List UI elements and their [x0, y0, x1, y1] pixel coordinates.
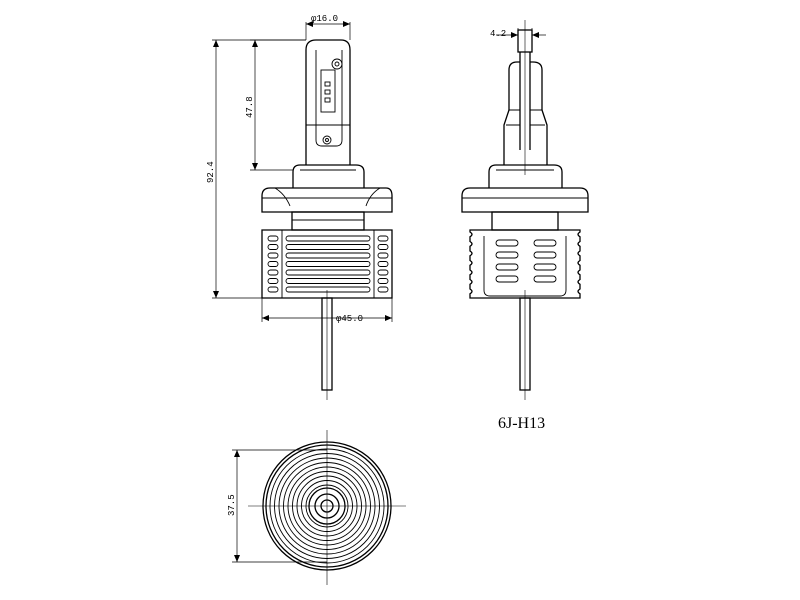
- dim-base-diameter-label: φ45.0: [336, 314, 363, 324]
- bottom-view: 37.5: [227, 430, 406, 585]
- front-fin: [285, 244, 371, 250]
- dim-overall-height-label: 92.4: [206, 161, 216, 183]
- side-fin-left: [495, 251, 519, 259]
- front-fin-left: [267, 252, 279, 259]
- dim-overall-height: 92.4: [206, 39, 306, 299]
- front-fin-left: [267, 244, 279, 250]
- front-fin-right: [377, 286, 389, 293]
- dim-bottom-diameter: 37.5: [227, 449, 327, 563]
- front-chip-board: [315, 50, 343, 147]
- dim-bottom-diameter-label: 37.5: [227, 494, 237, 516]
- front-fin-left: [267, 269, 279, 276]
- side-chip-board: [519, 52, 531, 150]
- side-fin-right: [533, 251, 557, 259]
- front-led-chip: [320, 69, 336, 113]
- front-fin-right: [377, 261, 389, 267]
- side-fin-right: [533, 239, 557, 247]
- dim-chip-height-label: 47.8: [245, 96, 255, 118]
- front-fin-left: [267, 261, 279, 267]
- dim-base-diameter: φ45.0: [261, 298, 393, 324]
- front-view: φ16.0 47.8 92.4 φ45.0: [206, 14, 393, 400]
- front-fin-left: [267, 286, 279, 293]
- front-heatsink-fins: [267, 235, 389, 293]
- front-fin: [285, 235, 371, 242]
- front-fin-right: [377, 278, 389, 284]
- front-fin-right: [377, 252, 389, 259]
- dim-top-width: φ16.0: [305, 14, 351, 40]
- model-label: 6J-H13: [498, 415, 545, 432]
- dim-top-width-label: φ16.0: [311, 14, 338, 24]
- front-fin: [285, 269, 371, 276]
- front-heatsink: [261, 229, 393, 299]
- dim-side-thickness: 4.2: [490, 28, 546, 40]
- dim-side-thickness-label: 4.2: [490, 29, 506, 39]
- front-neck: [292, 164, 365, 188]
- front-fin: [285, 261, 371, 267]
- front-fin: [285, 286, 371, 293]
- side-fin-left: [495, 239, 519, 247]
- front-fin-right: [377, 269, 389, 276]
- front-flange: [261, 187, 393, 213]
- side-heatsink: [469, 229, 581, 299]
- front-chip-housing: [305, 39, 351, 165]
- front-fin: [285, 252, 371, 259]
- front-fin-left: [267, 278, 279, 284]
- side-fin-left: [495, 275, 519, 283]
- side-heatsink-outline: [469, 229, 581, 299]
- front-fin-right: [377, 235, 389, 242]
- front-fin: [285, 278, 371, 284]
- side-fin-right: [533, 275, 557, 283]
- side-view: 4.2 6J-H13: [461, 20, 589, 432]
- side-collar: [491, 211, 559, 231]
- side-shoulder: [508, 61, 543, 110]
- dim-chip-height: 47.8: [245, 39, 306, 171]
- front-collar: [291, 211, 365, 231]
- side-fin-left: [495, 263, 519, 271]
- side-flange: [461, 187, 589, 213]
- front-fin-left: [267, 235, 279, 242]
- side-fin-right: [533, 263, 557, 271]
- front-fin-right: [377, 244, 389, 250]
